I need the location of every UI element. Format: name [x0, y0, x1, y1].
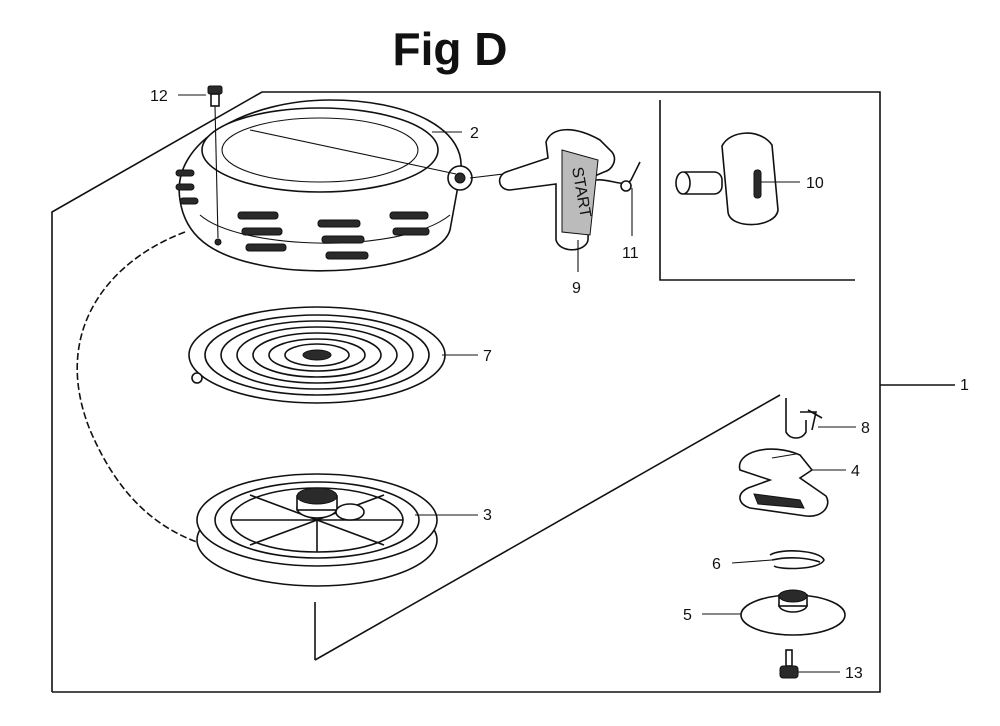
- callout-7: 7: [483, 348, 492, 365]
- callout-2: 2: [470, 125, 479, 142]
- starter-grip: START: [498, 129, 616, 251]
- callout-labels: 1 2 3 4 5 6 7 8 9 10 11 12 13: [150, 88, 969, 682]
- case-vents: [175, 169, 430, 260]
- callout-5: 5: [683, 607, 692, 624]
- callout-13: 13: [845, 665, 863, 682]
- callout-3: 3: [483, 507, 492, 524]
- ratchet: [738, 448, 829, 517]
- ratchet-spring: [785, 398, 823, 439]
- callout-9: 9: [572, 280, 581, 297]
- callout-11: 11: [622, 245, 639, 262]
- friction-spring: [769, 550, 825, 570]
- screw-13: [779, 649, 799, 679]
- pin-11: [595, 161, 641, 192]
- bolt-12: [207, 85, 223, 239]
- callout-12: 12: [150, 88, 168, 105]
- starter-case: [175, 99, 473, 272]
- callout-8: 8: [861, 420, 870, 437]
- callout-6: 6: [712, 556, 721, 573]
- figure-title: Fig D: [392, 23, 508, 75]
- alternate-grip: [675, 132, 779, 226]
- starter-rope: [76, 231, 206, 546]
- recoil-spring: [188, 306, 446, 404]
- callout-1: 1: [960, 377, 969, 394]
- callout-leaders: [178, 94, 856, 673]
- friction-plate: [740, 589, 846, 636]
- assembly-outline: [51, 91, 955, 693]
- callout-4: 4: [851, 463, 860, 480]
- callout-10: 10: [806, 175, 824, 192]
- starter-reel: [196, 473, 438, 587]
